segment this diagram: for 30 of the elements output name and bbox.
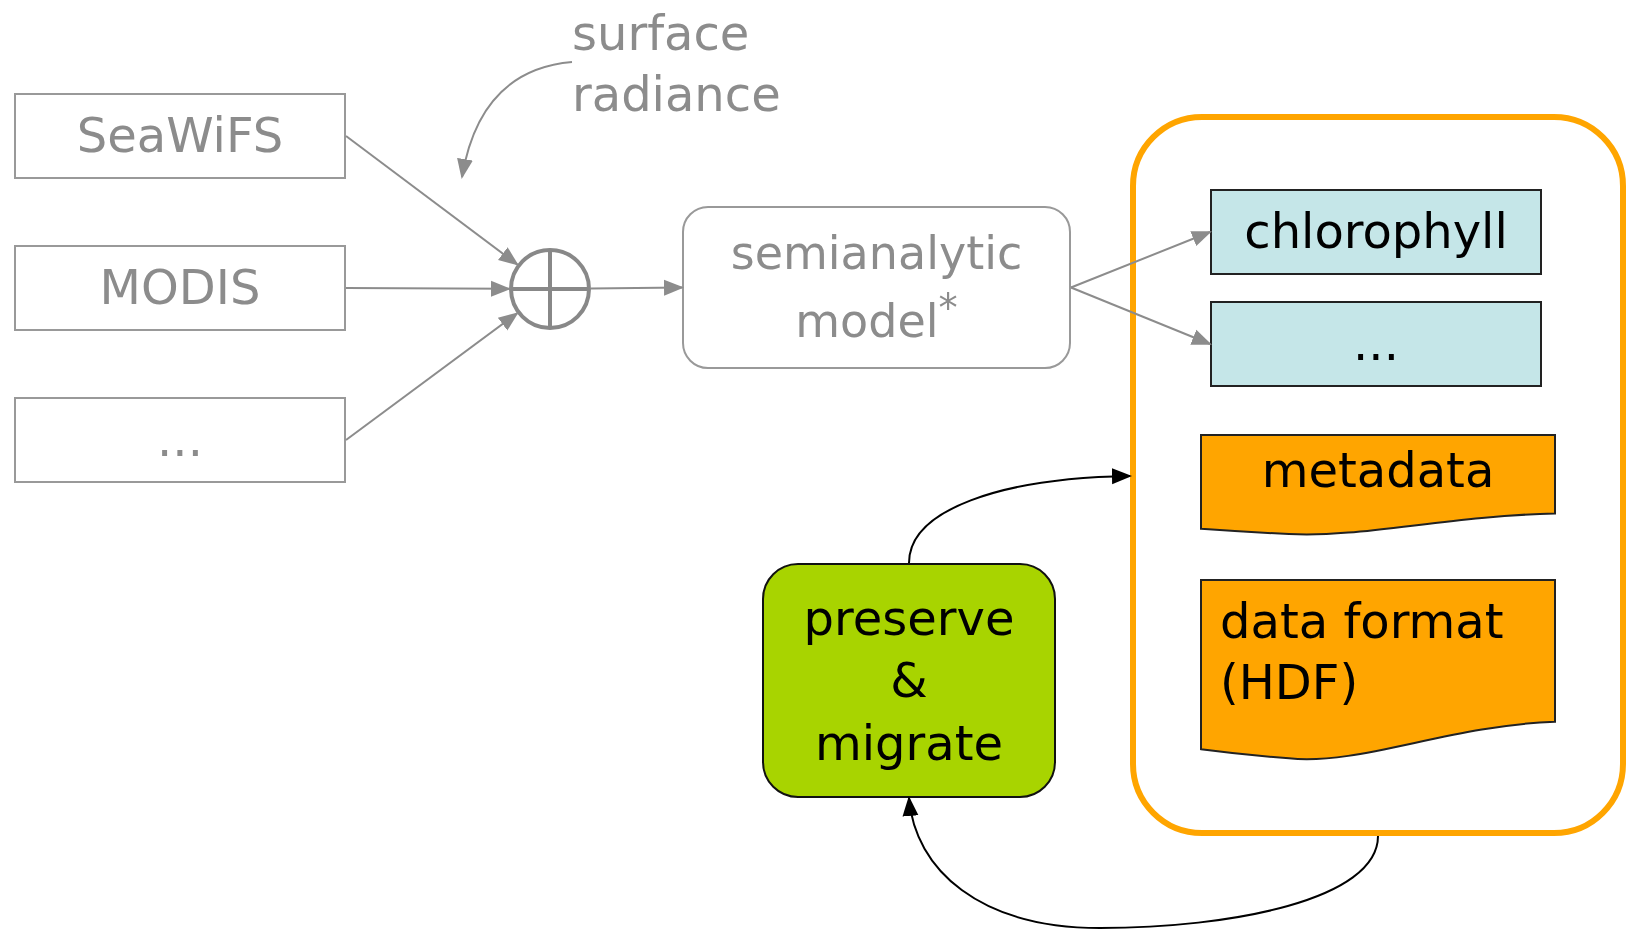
arrow (345, 135, 519, 266)
arrow (345, 280, 511, 297)
sensor-box (14, 397, 346, 483)
document-shape (1200, 434, 1556, 536)
arrow (1070, 286, 1212, 345)
node-label: MODIS (99, 258, 261, 318)
document-shape (1200, 579, 1556, 762)
node-label: metadata (1261, 441, 1495, 500)
summing-junction-icon (508, 247, 592, 331)
arrow (590, 279, 684, 296)
sensor-box (14, 93, 346, 179)
arrow (1070, 231, 1212, 289)
sensor-box (14, 245, 346, 331)
arrow (908, 468, 1132, 564)
node-label: preserve & migrate (802, 588, 1016, 773)
node-label: data format (HDF) (1220, 592, 1505, 713)
product-box (1210, 189, 1542, 275)
node-label: surface radiance (572, 3, 782, 124)
node-label: chlorophyll (1244, 202, 1508, 262)
arrow (345, 312, 519, 441)
process-box (762, 563, 1056, 798)
arrow (903, 796, 1379, 929)
node-label: ... (157, 410, 203, 470)
node-label: semianalytic model$^{*}$ (729, 224, 1024, 351)
product-box (1210, 301, 1542, 387)
model-box (682, 206, 1071, 369)
product-container (1130, 114, 1626, 836)
node-label: SeaWiFS (76, 106, 284, 166)
arrow (457, 61, 573, 179)
node-label: ... (1353, 314, 1399, 374)
